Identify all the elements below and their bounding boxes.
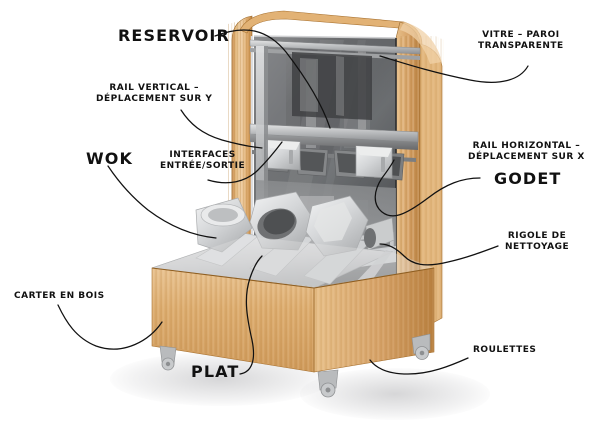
- outlet-tube: [364, 217, 395, 251]
- interface-block-right: [355, 145, 393, 179]
- casters: [159, 333, 431, 398]
- godet-2: [295, 147, 329, 177]
- vessel-center: [249, 191, 315, 251]
- label-reservoir: RESERVOIR: [118, 26, 230, 45]
- label-carter-en-bois: CARTER EN BOIS: [14, 291, 105, 301]
- label-wok: WOK: [86, 149, 133, 168]
- leader-rail-vertical: [180, 109, 263, 149]
- label-vitre: VITRE – PAROI TRANSPARENTE: [478, 30, 564, 51]
- label-rail-horizontal: RAIL HORIZONTAL – DÉPLACEMENT SUR X: [468, 141, 585, 162]
- leader-rigole: [379, 243, 499, 266]
- leader-lines: [57, 29, 529, 375]
- label-interfaces: INTERFACES ENTRÉE/SORTIE: [160, 150, 246, 171]
- leader-vitre: [379, 55, 529, 83]
- vessel-right: [305, 195, 369, 257]
- label-rigole: RIGOLE DE NETTOYAGE: [505, 231, 570, 252]
- label-plat: PLAT: [191, 362, 240, 381]
- caster-front-left: [159, 345, 177, 371]
- caster-rear-right: [411, 333, 431, 360]
- leader-carter: [57, 304, 163, 350]
- label-rail-vertical: RAIL VERTICAL – DÉPLACEMENT SUR Y: [96, 83, 213, 104]
- label-roulettes: ROULETTES: [473, 345, 537, 355]
- leader-plat: [239, 255, 263, 375]
- wood-base: [151, 236, 435, 373]
- caster-front-right: [317, 369, 339, 398]
- label-godet: GODET: [494, 169, 562, 188]
- interface-block-left: [265, 139, 301, 171]
- leader-roulettes: [369, 357, 469, 375]
- reservoir-tank: [292, 52, 372, 120]
- leader-wok: [107, 165, 217, 239]
- wok-vessel: [195, 197, 253, 253]
- leader-interfaces: [207, 141, 283, 184]
- leader-godet: [374, 159, 481, 217]
- leader-reservoir: [214, 29, 331, 129]
